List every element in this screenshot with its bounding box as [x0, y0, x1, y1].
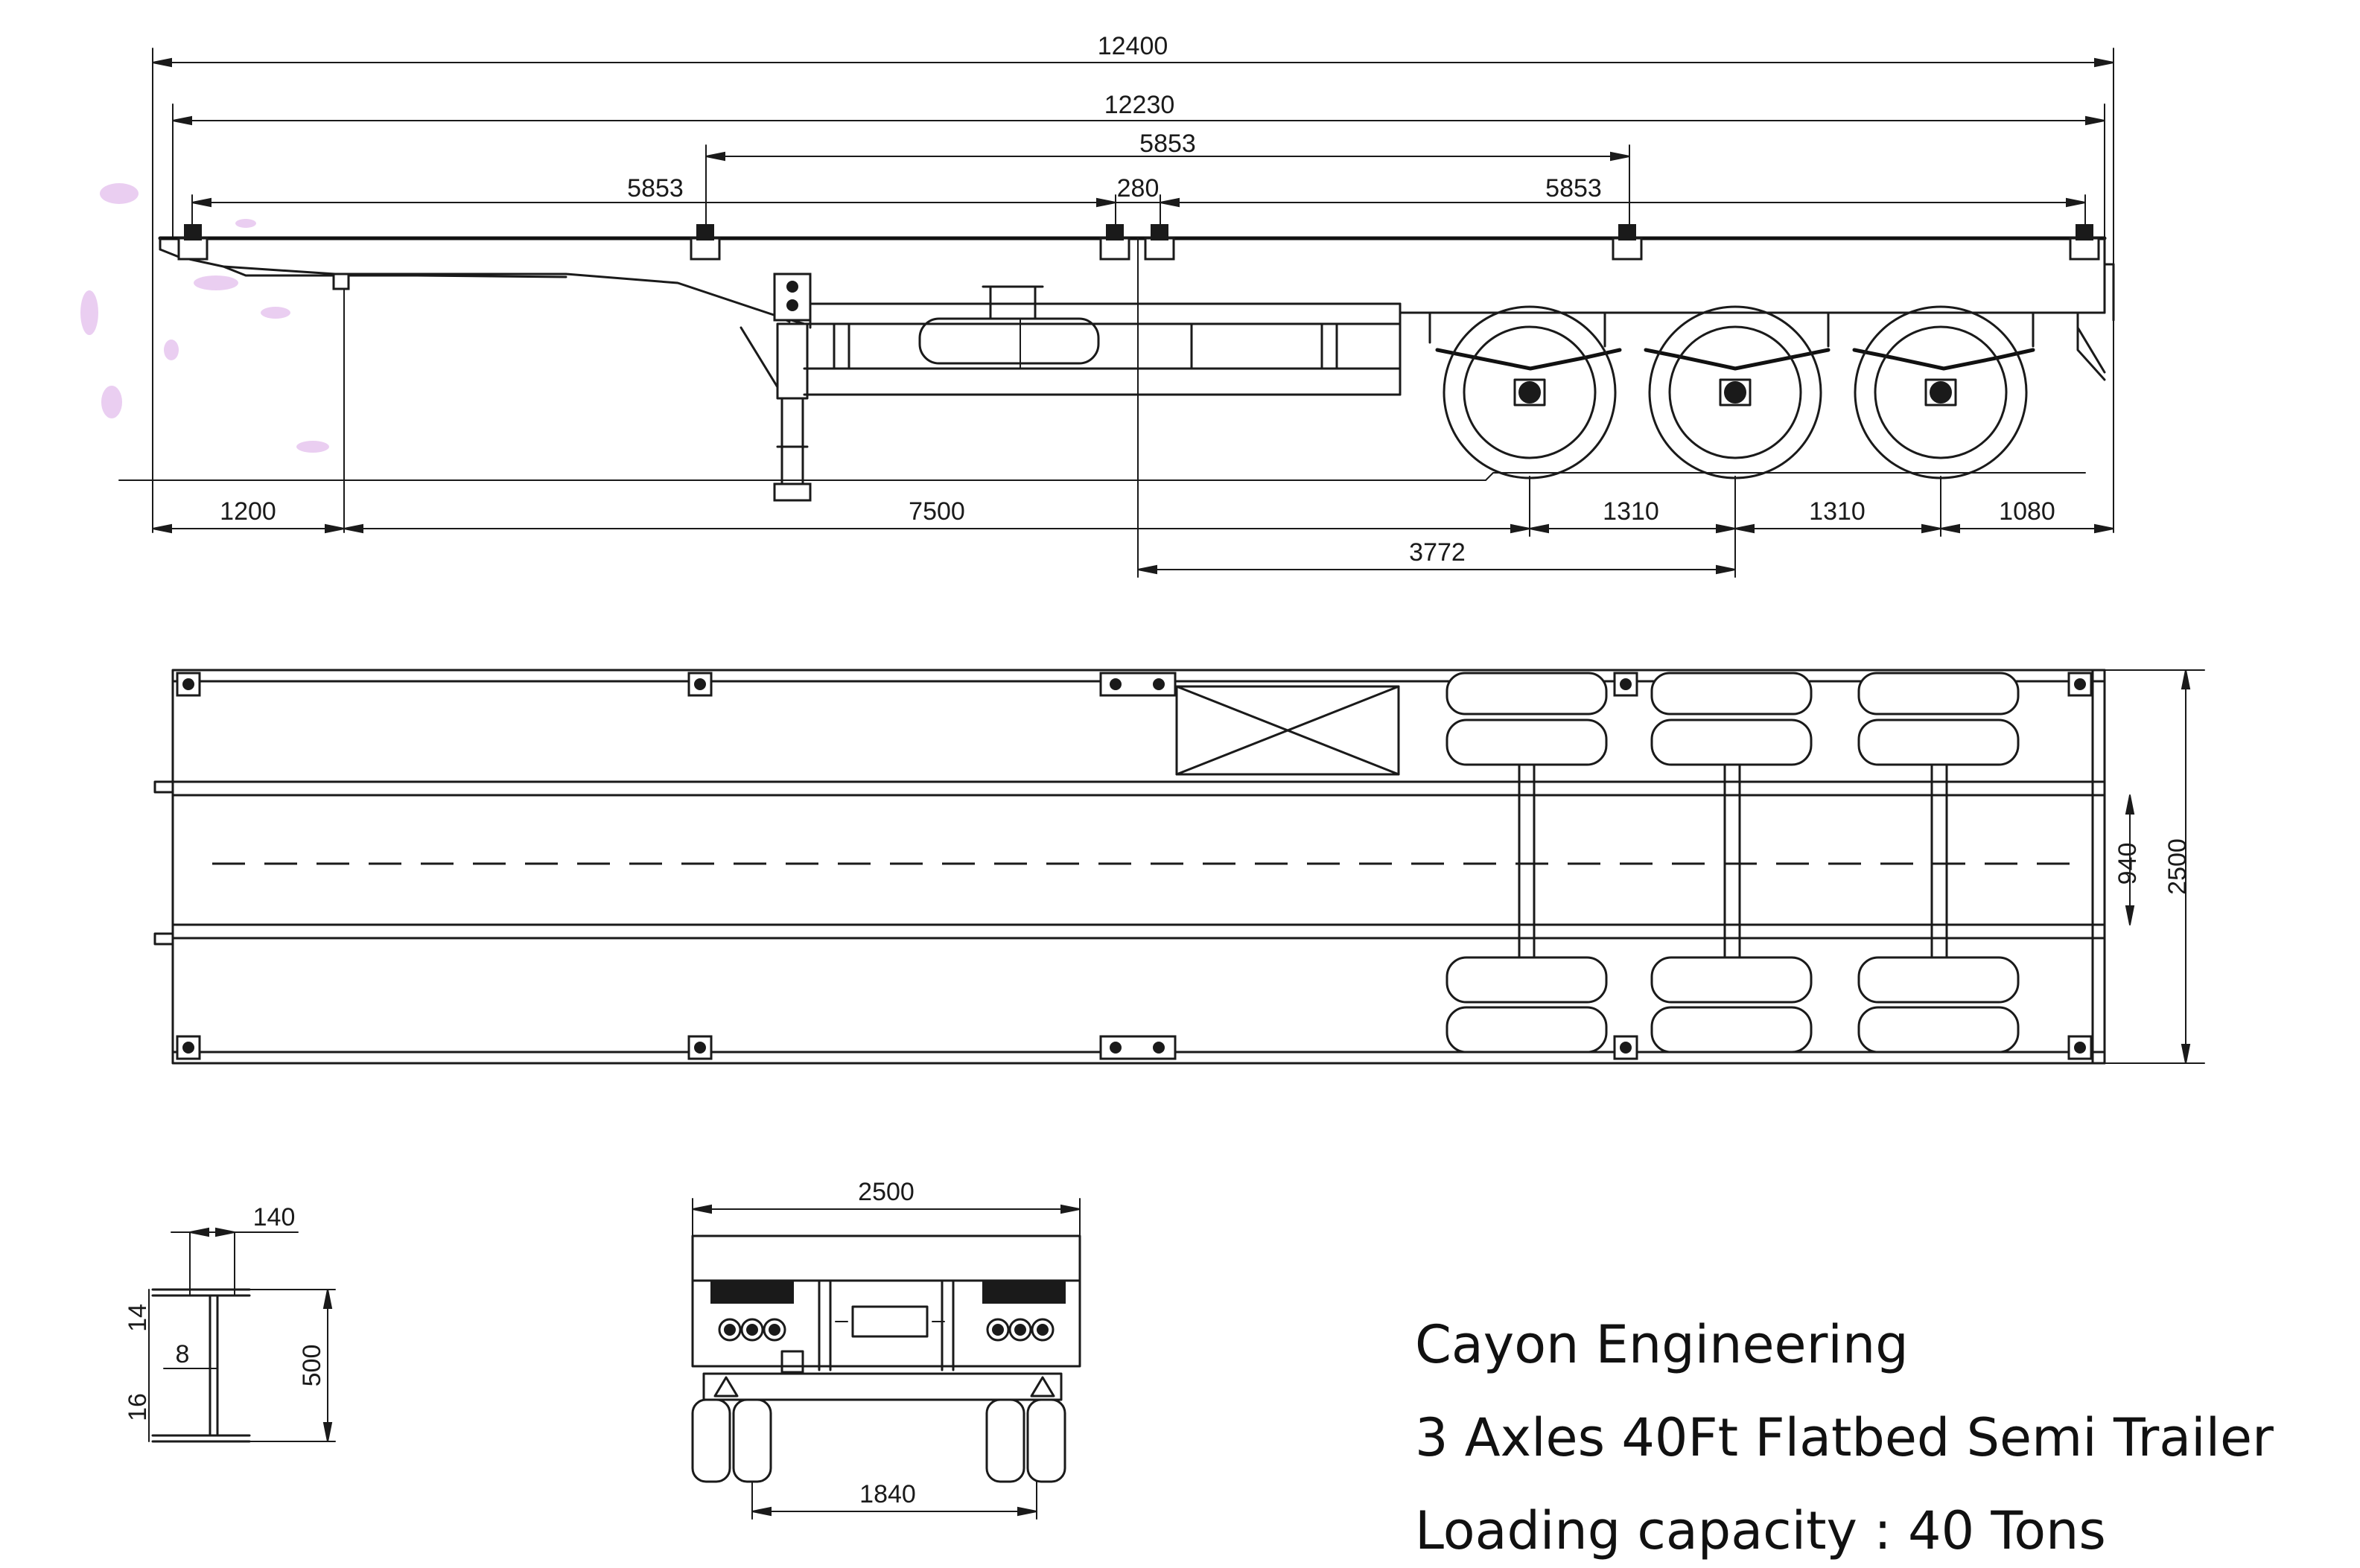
axle-1-top — [1445, 672, 1608, 1054]
side-view: 12400 12230 5853 — [118, 32, 2115, 578]
dim-label-flange-width: 140 — [253, 1203, 296, 1231]
axle-suspension — [1428, 311, 2106, 381]
twistlock-2 — [690, 224, 721, 261]
top-view: 940 2500 — [153, 669, 2205, 1065]
dim-label-deck-length: 12230 — [1104, 91, 1175, 119]
dim-label-bottom-flange: 16 — [124, 1393, 152, 1421]
dim-label-rear-width: 2500 — [858, 1178, 915, 1206]
rear-wheels-right — [967, 1398, 1066, 1483]
landing-gear — [740, 273, 812, 502]
title-block: Cayon Engineering 3 Axles 40Ft Flatbed S… — [1415, 1314, 2274, 1561]
dim-deck-length: 12230 — [172, 91, 2105, 239]
dim-label-overall-length: 12400 — [1098, 32, 1168, 60]
dim-label-overall-width: 2500 — [2163, 838, 2192, 895]
dim-twistlock-to-axle: 3772 — [1137, 238, 1736, 578]
wheel-1 — [1443, 305, 1617, 479]
dim-overall-width: 2500 — [2104, 669, 2205, 1064]
twistlock-fittings-top — [176, 672, 2093, 1060]
dim-label-kingpin-to-axles: 7500 — [909, 497, 965, 526]
dim-label-axle-spacing-1: 1310 — [1603, 497, 1659, 526]
scan-smudges — [80, 183, 329, 453]
company-name: Cayon Engineering — [1415, 1314, 1909, 1375]
rear-view: 2500 — [691, 1178, 1081, 1520]
axle-3-top — [1857, 672, 2020, 1054]
wheel-3 — [1854, 305, 2028, 479]
dim-label-wheel-track: 1840 — [859, 1480, 916, 1508]
dim-label-twistlock-span-rear: 5853 — [1545, 174, 1602, 203]
twistlock-6 — [2069, 224, 2100, 261]
dim-label-web: 8 — [176, 1340, 190, 1368]
product-name: 3 Axles 40Ft Flatbed Semi Trailer — [1415, 1407, 2274, 1468]
twistlock-5 — [1612, 224, 1643, 261]
twistlock-4 — [1144, 224, 1175, 261]
dim-label-top-flange: 14 — [124, 1304, 152, 1332]
dim-label-twistlock-to-mid-axle: 3772 — [1409, 538, 1466, 567]
twistlock-1 — [177, 224, 209, 261]
rear-lamp-right — [982, 1281, 1066, 1342]
dim-label-beam-height: 500 — [298, 1345, 326, 1387]
air-tank — [918, 285, 1100, 369]
loading-capacity: Loading capacity : 40 Tons — [1415, 1500, 2106, 1561]
tank-box-top — [1175, 685, 1400, 776]
dim-label-beam-spacing: 940 — [2113, 843, 2142, 885]
dim-label-twistlock-gap: 280 — [1117, 174, 1160, 203]
dim-label-kingpin-offset: 1200 — [220, 497, 276, 526]
dim-twistlock-row: 5853 280 5853 — [191, 174, 2086, 239]
dim-twistlock-span-center: 5853 — [705, 130, 1630, 239]
beam-section: 140 14 8 16 500 — [124, 1203, 336, 1443]
dim-beam-spacing: 940 — [2113, 794, 2142, 925]
dim-label-rear-overhang: 1080 — [1999, 497, 2055, 526]
twistlock-3 — [1099, 224, 1130, 261]
kingpin — [332, 273, 350, 533]
dim-label-axle-spacing-2: 1310 — [1809, 497, 1866, 526]
wheel-2 — [1648, 305, 1822, 479]
rear-wheels-left — [691, 1398, 791, 1483]
rear-lamp-left — [710, 1281, 794, 1342]
dim-overall-length: 12400 — [152, 32, 2114, 533]
axle-2-top — [1650, 672, 1813, 1054]
dim-bottom-row: 1200 7500 1310 1310 1080 — [152, 476, 2114, 537]
dim-label-twistlock-span-front: 5853 — [627, 174, 684, 203]
dim-label-twistlock-span-center: 5853 — [1139, 130, 1196, 158]
